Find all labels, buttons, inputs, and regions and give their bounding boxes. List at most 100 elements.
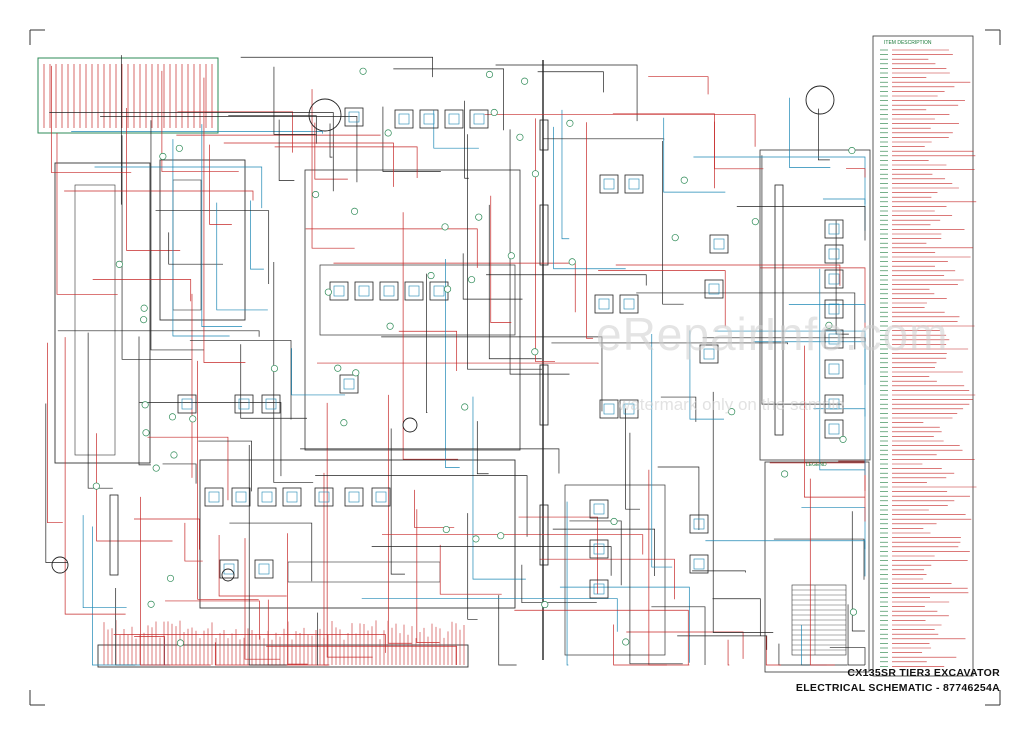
wire-trace [851,511,865,632]
item-callout [610,517,618,526]
bottom-connector [97,644,469,668]
wire-trace [486,274,647,286]
relay-coil [473,113,485,125]
item-callout [427,272,435,280]
wire-trace [467,513,478,620]
wire-trace [381,336,603,412]
left-controller [54,162,151,464]
relay-coil [828,333,840,345]
relay-coil [383,285,395,297]
item-callout [516,133,524,141]
item-callout [170,451,178,459]
relay-symbol [371,487,391,507]
wire-trace [472,396,526,580]
relay-coil [343,378,355,390]
wire-trace [134,518,200,550]
wire-trace [155,210,270,284]
wire-trace [201,124,243,327]
motor-symbol [308,98,342,132]
relay-coil [423,113,435,125]
item-callout [671,234,679,242]
item-callout [152,464,160,472]
wire-trace [393,68,504,131]
corner-marks [29,29,1001,706]
relay-symbol [824,219,844,239]
item-callout [189,415,197,423]
relay-coil [603,178,615,190]
relay-symbol [624,174,644,194]
relay-coil [828,248,840,260]
wire-trace [615,264,841,286]
relay-symbol [689,514,709,534]
relay-symbol [824,419,844,439]
wire-trace [727,639,730,666]
relay-symbol [824,269,844,289]
relay-symbol [282,487,302,507]
wire-trace [552,528,655,576]
legend-header: ITEM DESCRIPTION [884,40,932,46]
item-callout [166,574,175,582]
bottom-connector-pins [103,620,465,665]
connector-strip [539,204,549,266]
item-legend-panel [872,35,974,677]
relay-symbol [594,294,614,314]
wire-trace [846,168,866,178]
wire-trace [804,345,865,498]
item-callout [485,70,494,79]
relay-symbol [344,487,364,507]
relay-coil [208,491,220,503]
wire-trace [689,330,724,420]
wire-trace [495,64,638,122]
wire-trace [177,111,293,153]
relay-coil [828,223,840,235]
connector-strip [539,364,549,426]
wire-trace [518,516,598,595]
wire-trace [535,118,555,362]
relay-coil [181,398,193,410]
wire-trace [651,333,673,568]
wire-trace [445,258,460,469]
wire-trace [521,564,597,604]
symbol-legend-title: LEGEND [806,462,827,468]
relay-symbol [589,539,609,559]
item-callout [825,321,833,329]
wire-trace [134,636,165,665]
relay-coil [375,491,387,503]
wire-trace [514,609,689,665]
watermark-main: eRepairInfo.com [596,308,949,360]
wire-trace [278,119,295,181]
item-callout [140,316,148,324]
right-module-frame [759,149,871,461]
wire-trace [657,466,700,530]
relay-symbol [444,109,464,129]
item-callout [475,213,483,221]
relay-symbol [257,487,277,507]
relay-coil [628,178,640,190]
relay-symbol [231,487,251,507]
wire-trace [847,604,865,666]
item-callout [472,535,480,543]
wire-trace [371,546,612,576]
relay-coil [348,111,360,123]
wire-trace [315,475,528,537]
wire-trace [509,129,570,375]
relay-coil [318,491,330,503]
monitor-block [159,159,246,321]
wire-trace [172,139,230,337]
item-callout [849,608,857,616]
relay-symbol [824,394,844,414]
wire-trace [387,394,412,644]
wire-trace [56,132,118,295]
item-callout [441,223,449,231]
item-callout [521,77,529,85]
relay-coil [828,398,840,410]
wire-trace [537,71,604,93]
wire-trace [147,436,229,501]
item-callout [444,285,452,293]
relay-symbol [619,399,639,419]
relay-coil [593,543,605,555]
connector-strip [109,494,119,576]
relay-symbol [824,359,844,379]
item-callout [115,260,123,268]
wire-trace [291,348,346,396]
